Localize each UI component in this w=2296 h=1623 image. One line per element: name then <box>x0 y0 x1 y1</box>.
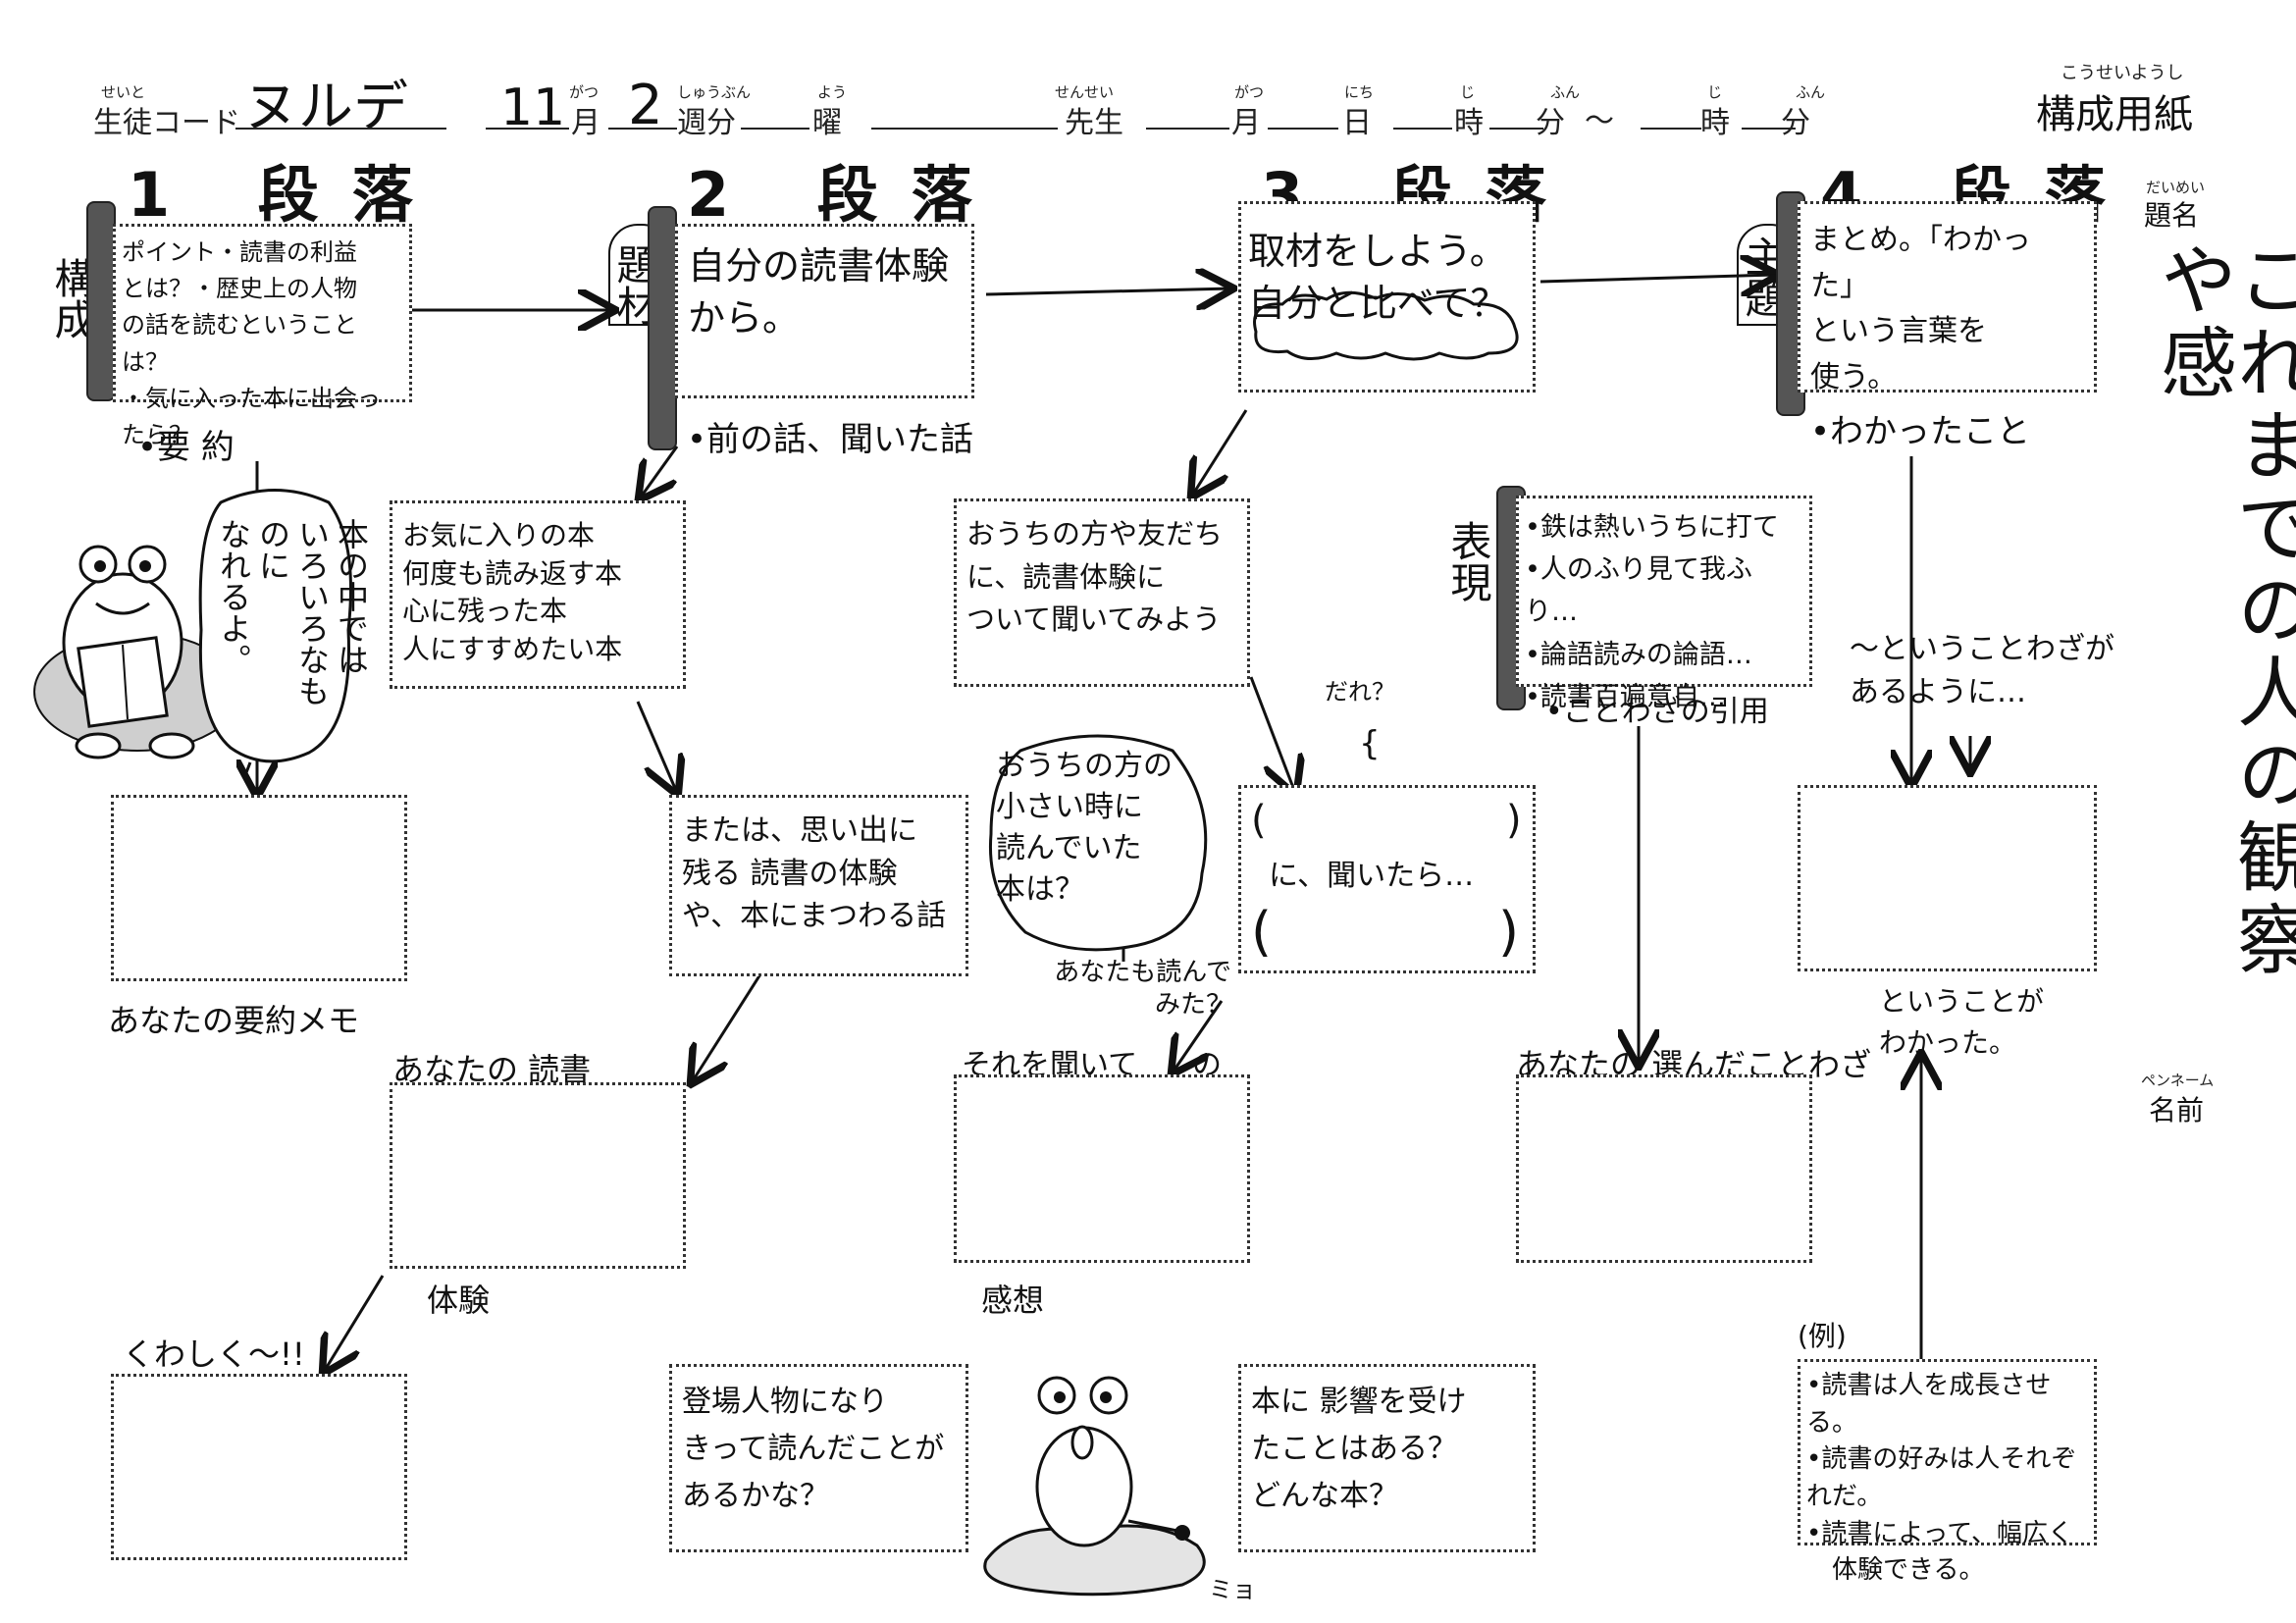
col3-main-box <box>1238 201 1536 393</box>
student-code-label: 生徒コード <box>93 106 240 140</box>
col1-bubble-text: 本の中では いろいろなものに なれるよ。 <box>215 518 370 707</box>
reading-caption-1: あなたの 読書 <box>392 1051 592 1088</box>
fun2-ruby: ふん <box>1796 83 1826 101</box>
col3-ask-text: に、聞いたら… <box>1269 859 1475 893</box>
you-ruby: よう <box>817 83 848 101</box>
col1-marker-bar <box>86 201 116 401</box>
summary-memo-caption: あなたの要約メモ <box>108 1002 360 1039</box>
sheet-title: 構成用紙 <box>2036 92 2193 137</box>
col2-sub-text: お気に入りの本 何度も読み返す本 心に残った本 人にすすめたい本 <box>402 519 623 665</box>
month-value[interactable]: 11 <box>500 79 566 137</box>
title-label: 題名 <box>2144 199 2200 232</box>
hour2-label: 時 <box>1700 106 1730 140</box>
shuubun-ruby: しゅうぶん <box>677 83 752 101</box>
col3-bubble-text: おうちの方の 小さい時に 読んでいた 本は？ <box>996 749 1173 907</box>
who-label: だれ？ <box>1325 678 1395 706</box>
sheet-ruby: こうせいようし <box>2061 63 2184 83</box>
weekday-label: 曜 <box>812 106 842 140</box>
col3-sub-box: おうちの方や友だち に、読書体験に ついて聞いてみよう <box>954 498 1250 687</box>
col1-main-text: ポイント・読書の利益 とは？・歴史上の人物 の話を読むということは？ ・気に入っ… <box>122 238 381 448</box>
col5-examples: •読書は人を成長させる。 •読書の好みは人それぞれだ。 •読書によって、幅広く … <box>1806 1371 2077 1586</box>
fun-ruby: ふん <box>1550 83 1581 101</box>
col2-main-box: 自分の読書体験 から。 <box>675 224 974 398</box>
frog-singing-illustration <box>983 1376 1206 1597</box>
col3-sub-text: おうちの方や友だち に、読書体験に ついて聞いてみよう <box>966 517 1224 636</box>
name-label: 名前 <box>2149 1094 2205 1126</box>
col4-side-label: 表現 <box>1444 520 1492 602</box>
minute2-label: 分 <box>1781 106 1810 140</box>
col5-after-text: ということが わかった。 <box>1879 985 2045 1059</box>
col4-proverbs: •鉄は熱いうちに打て •人のふり見て我ふり… •論語読みの論語… •読書百遍意自… <box>1525 512 1779 712</box>
gatsu2-ruby: がつ <box>1234 83 1265 101</box>
penname-ruby: ペンネーム <box>2141 1072 2215 1089</box>
reading-caption-2: 体験 <box>427 1282 491 1319</box>
week-label: 週分 <box>677 106 736 140</box>
paragraph-2-heading: 2 段落 <box>687 159 1006 231</box>
seito-ruby: せいと <box>101 83 146 101</box>
student-code-value[interactable]: ヌルデ <box>243 76 408 139</box>
nichi-ruby: にち <box>1344 83 1375 101</box>
impression-box[interactable] <box>954 1074 1250 1263</box>
col1-main-box: ポイント・読書の利益 とは？・歴史上の人物 の話を読むということは？ ・気に入っ… <box>113 224 412 448</box>
col2-bottom-text: 登場人物になり きって読んだことが あるかな？ <box>682 1385 945 1513</box>
ji2-ruby: じ <box>1707 83 1723 101</box>
frog-reading-illustration <box>33 545 241 759</box>
col2-marker-bar <box>648 206 677 450</box>
example-label: (例) <box>1798 1320 1847 1352</box>
detail-caption: くわしく～!! <box>123 1335 305 1373</box>
essay-title[interactable]: これまでの人の観察や感 <box>2148 240 2296 982</box>
detail-box[interactable] <box>111 1374 407 1560</box>
paragraph-1-heading: 1 段落 <box>128 159 446 231</box>
col1-bullet-summary: •要 約 <box>137 428 235 467</box>
summary-memo-box[interactable] <box>111 795 407 981</box>
col5-bullet: •わかったこと <box>1810 412 2031 451</box>
col2-sub2-text: または、思い出に 残る 読書の体験 や、本にまつわる話 <box>682 813 947 933</box>
col3-ask-box: ( ) に、聞いたら… ( ) <box>1238 785 1536 973</box>
sensei-ruby: せんせい <box>1055 83 1115 101</box>
col2-bottom-box: 登場人物になり きって読んだことが あるかな？ <box>669 1364 968 1552</box>
daimei-ruby: だいめい <box>2146 179 2206 196</box>
col3-cloud-text: 取材をしよう。 自分と比べて？ <box>1248 230 1508 326</box>
col4-proverb-box: •鉄は熱いうちに打て •人のふり見て我ふり… •論語読みの論語… •読書百遍意自… <box>1516 496 1812 712</box>
tilde: ～ <box>1585 104 1614 138</box>
gatsu-ruby: がつ <box>569 83 600 101</box>
conclusion-box[interactable] <box>1798 785 2097 971</box>
week-value[interactable]: 2 <box>628 74 663 137</box>
who-bracket: { <box>1359 724 1381 763</box>
month-label: 月 <box>571 106 600 140</box>
example-box: •読書は人を成長させる。 •読書の好みは人それぞれだ。 •読書によって、幅広く … <box>1798 1359 2097 1585</box>
col3-caption-3: 感想 <box>981 1282 1045 1319</box>
day-label: 日 <box>1342 106 1372 140</box>
col1-speech-bubble <box>198 489 352 776</box>
col2-main-text: 自分の読書体験 から。 <box>688 244 950 340</box>
frog-sound: ミョ <box>1209 1576 1256 1603</box>
col2-sub-box: お気に入りの本 何度も読み返す本 心に残った本 人にすすめたい本 <box>390 500 686 689</box>
col3-bottom-text: 本に 影響を受け たことはある？ どんな本？ <box>1251 1385 1467 1513</box>
col3-speech-bubble <box>988 734 1208 952</box>
minute-label: 分 <box>1536 106 1565 140</box>
reading-experience-box[interactable] <box>390 1082 686 1269</box>
col3-bottom-box: 本に 影響を受け たことはある？ どんな本？ <box>1238 1364 1536 1552</box>
col5-main-text: まとめ。「わかった」 という言葉を 使う。 <box>1810 223 2031 394</box>
col2-sub2-box: または、思い出に 残る 読書の体験 や、本にまつわる話 <box>669 795 968 976</box>
month2-label: 月 <box>1231 106 1261 140</box>
ji-ruby: じ <box>1460 83 1476 101</box>
hour-label: 時 <box>1454 106 1484 140</box>
col5-mid-text: ～ということわざが あるように… <box>1850 632 2114 709</box>
proverb-box[interactable] <box>1516 1074 1812 1263</box>
col2-bullet: •前の話、聞いた話 <box>687 420 974 459</box>
col3-cloud-outline <box>1253 290 1519 361</box>
col3-bubble-after: あなたも読んで みた？ <box>1054 958 1231 1020</box>
col5-main-box: まとめ。「わかった」 という言葉を 使う。 <box>1798 201 2097 394</box>
col4-bullet: •ことわざの引用 <box>1545 695 1769 729</box>
teacher-label: 先生 <box>1065 106 1123 140</box>
